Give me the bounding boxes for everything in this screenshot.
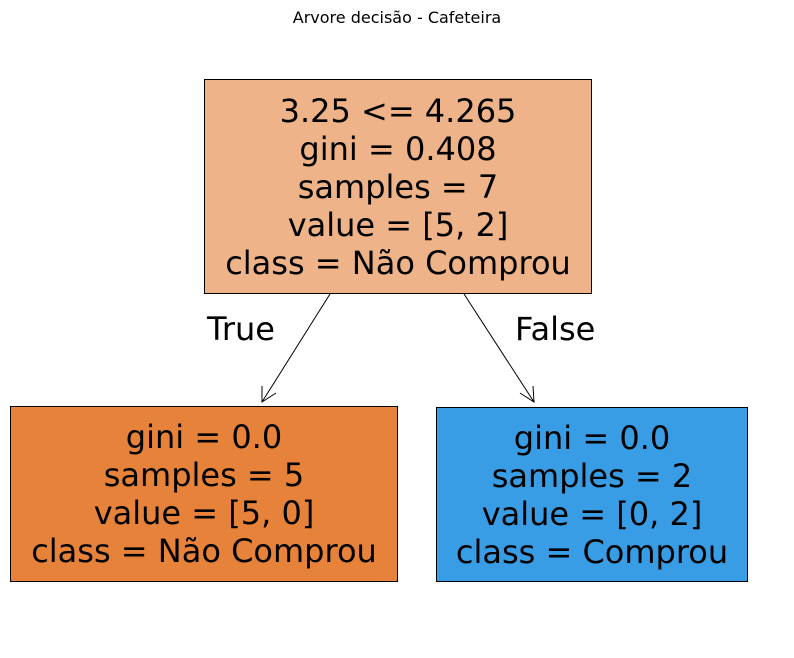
figure-title: Arvore decisão - Cafeteira	[292, 8, 502, 27]
left-gini: gini = 0.0	[125, 418, 283, 456]
root-class: class = Não Comprou	[225, 243, 571, 282]
edge-false-arrowhead	[519, 385, 535, 403]
left-value: value = [5, 0]	[93, 494, 315, 532]
edge-label-true: True	[207, 310, 275, 348]
root-samples: samples = 7	[297, 167, 499, 206]
right-samples: samples = 2	[491, 456, 693, 495]
root-node: 3.25 <= 4.265 gini = 0.408 samples = 7 v…	[204, 79, 592, 294]
left-class: class = Não Comprou	[31, 532, 377, 570]
root-gini: gini = 0.408	[299, 129, 497, 168]
left-samples: samples = 5	[103, 456, 305, 494]
right-value: value = [0, 2]	[481, 494, 703, 533]
right-gini: gini = 0.0	[513, 418, 671, 457]
root-value: value = [5, 2]	[287, 205, 509, 244]
edge-label-false: False	[515, 310, 596, 348]
root-split-condition: 3.25 <= 4.265	[279, 91, 517, 130]
edge-true-arrowhead	[261, 386, 277, 403]
left-leaf-node: gini = 0.0 samples = 5 value = [5, 0] cl…	[10, 406, 398, 582]
right-class: class = Comprou	[455, 532, 729, 571]
right-leaf-node: gini = 0.0 samples = 2 value = [0, 2] cl…	[436, 407, 748, 582]
